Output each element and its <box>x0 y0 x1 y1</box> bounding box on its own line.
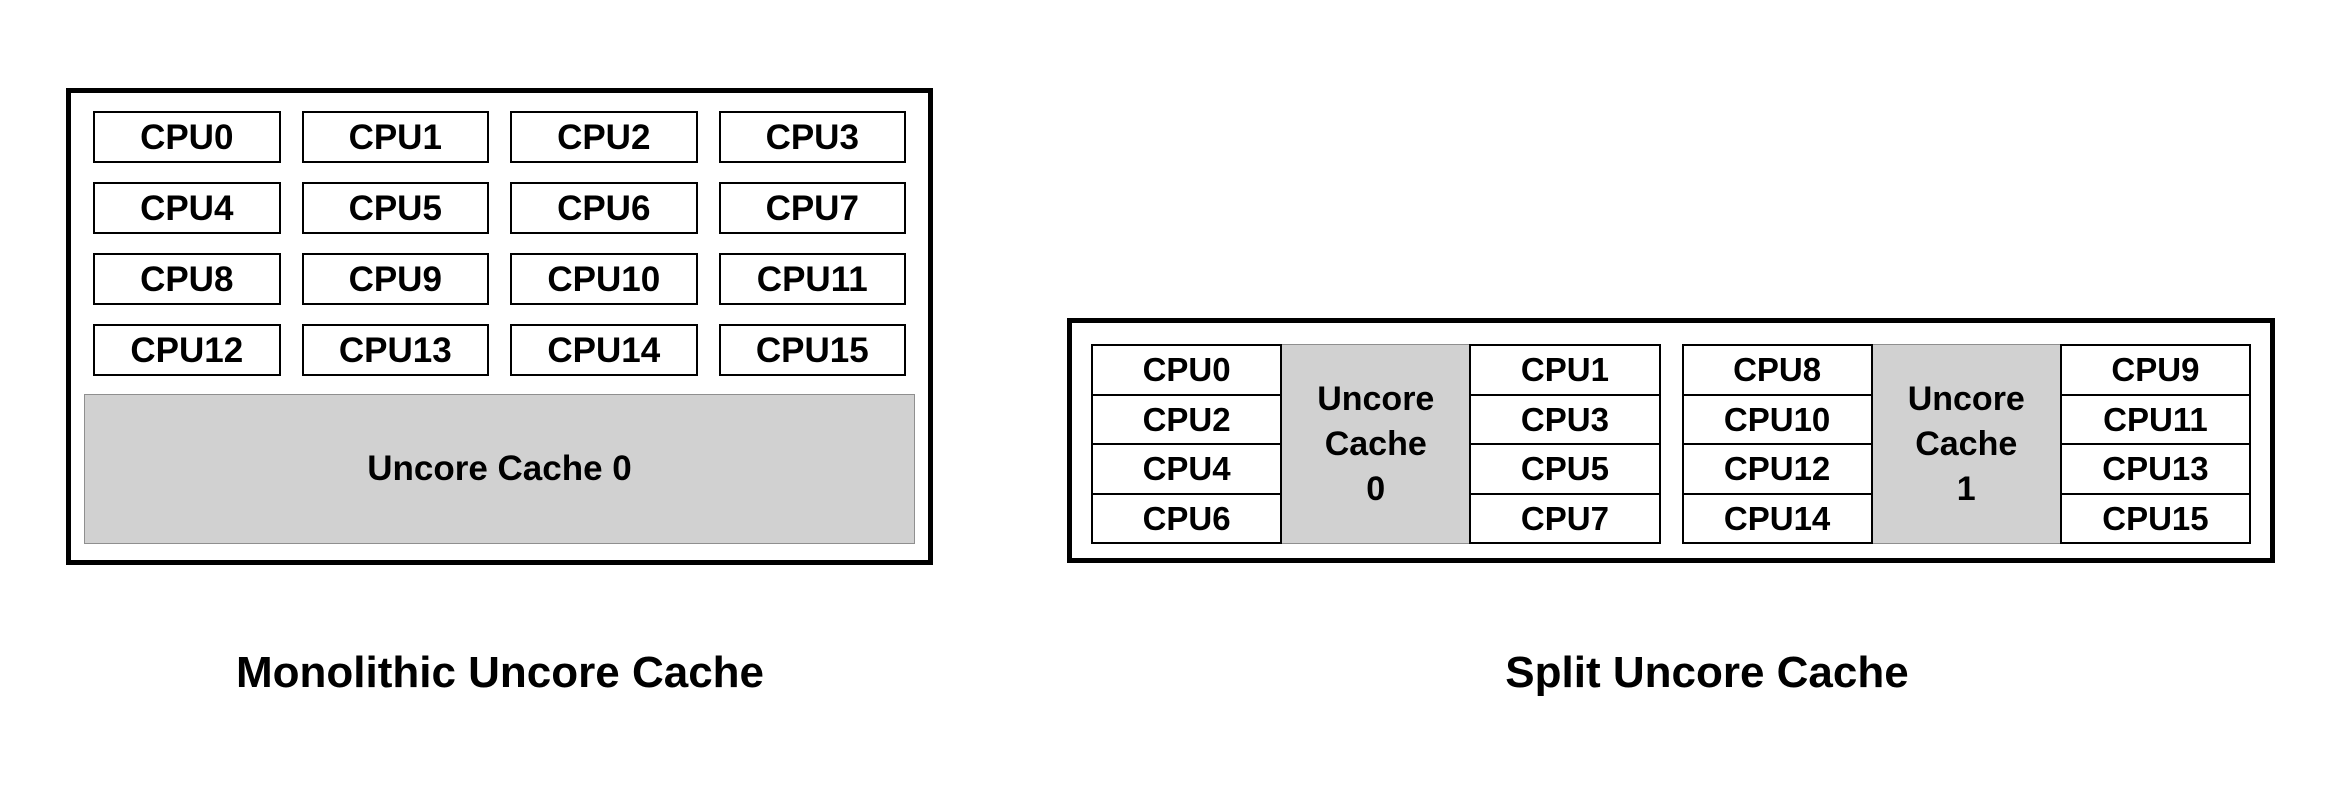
uncore-cache-1-box-split: Uncore Cache 1 <box>1872 344 2060 544</box>
cpu-box: CPU9 <box>301 253 489 305</box>
cpu-cell: CPU13 <box>2061 443 2250 493</box>
cpu-box: CPU14 <box>510 324 698 376</box>
cpu-cell: CPU11 <box>2061 393 2250 444</box>
cpu-cell: CPU4 <box>1093 443 1281 493</box>
cpu-cell: CPU8 <box>1733 351 1822 389</box>
split-diagram: CPU0 CPU2 CPU4 CPU6 Uncore Cache 0 CPU1 … <box>1067 318 2275 563</box>
cache-line: Uncore <box>1317 379 1435 418</box>
cpu-cell: CPU14 <box>1683 492 1871 543</box>
cpu-cell: CPU12 <box>1683 443 1871 493</box>
cpu-box: CPU5 <box>301 182 489 234</box>
monolithic-cpu-grid: CPU0 CPU1 CPU2 CPU3 CPU4 CPU5 CPU6 CPU7 … <box>93 111 906 376</box>
cpu-box: CPU7 <box>718 182 906 234</box>
cpu-box: CPU4 <box>93 182 281 234</box>
cpu-box: CPU15 <box>718 324 906 376</box>
cpu-cell: CPU9 <box>2111 351 2200 389</box>
cpu-cell: CPU1 <box>1520 351 1609 389</box>
cpu-box: CPU6 <box>510 182 698 234</box>
cpu-box: CPU10 <box>510 253 698 305</box>
cache-line: Uncore <box>1907 379 2025 418</box>
cpu-column-odd: CPU9 CPU11 CPU13 CPU15 <box>2059 344 2252 544</box>
cpu-cell: CPU0 <box>1142 351 1231 389</box>
cache-line: Cache <box>1324 424 1427 463</box>
cache-line: 1 <box>1956 469 1976 508</box>
monolithic-caption: Monolithic Uncore Cache <box>235 648 765 697</box>
cpu-cell: CPU7 <box>1471 492 1659 543</box>
split-cluster-0: CPU0 CPU2 CPU4 CPU6 Uncore Cache 0 CPU1 … <box>1091 344 1661 544</box>
cpu-box: CPU0 <box>93 111 281 163</box>
cpu-box: CPU3 <box>718 111 906 163</box>
cpu-column-even: CPU0 CPU2 CPU4 CPU6 <box>1091 344 1283 544</box>
cpu-box: CPU8 <box>93 253 281 305</box>
cpu-cell: CPU5 <box>1471 443 1659 493</box>
cpu-column-odd: CPU1 CPU3 CPU5 CPU7 <box>1469 344 1661 544</box>
cpu-cell: CPU15 <box>2061 492 2250 543</box>
cpu-column-even: CPU8 CPU10 CPU12 CPU14 <box>1681 344 1873 544</box>
cpu-box: CPU1 <box>301 111 489 163</box>
cache-line: Cache <box>1915 424 2018 463</box>
split-caption: Split Uncore Cache <box>1505 648 1909 697</box>
cpu-cell: CPU10 <box>1683 393 1871 444</box>
uncore-cache-0-box-split: Uncore Cache 0 <box>1282 344 1470 544</box>
monolithic-diagram: CPU0 CPU1 CPU2 CPU3 CPU4 CPU5 CPU6 CPU7 … <box>66 88 933 565</box>
uncore-cache-0-box: Uncore Cache 0 <box>84 394 915 544</box>
cpu-cell: CPU3 <box>1471 393 1659 444</box>
cpu-box: CPU2 <box>510 111 698 163</box>
cpu-box: CPU12 <box>93 324 281 376</box>
split-cluster-1: CPU8 CPU10 CPU12 CPU14 Uncore Cache 1 CP… <box>1681 344 2252 544</box>
cpu-cell: CPU6 <box>1093 492 1281 543</box>
cpu-box: CPU13 <box>301 324 489 376</box>
cpu-box: CPU11 <box>718 253 906 305</box>
cpu-cell: CPU2 <box>1093 393 1281 444</box>
cache-line: 0 <box>1366 469 1386 508</box>
